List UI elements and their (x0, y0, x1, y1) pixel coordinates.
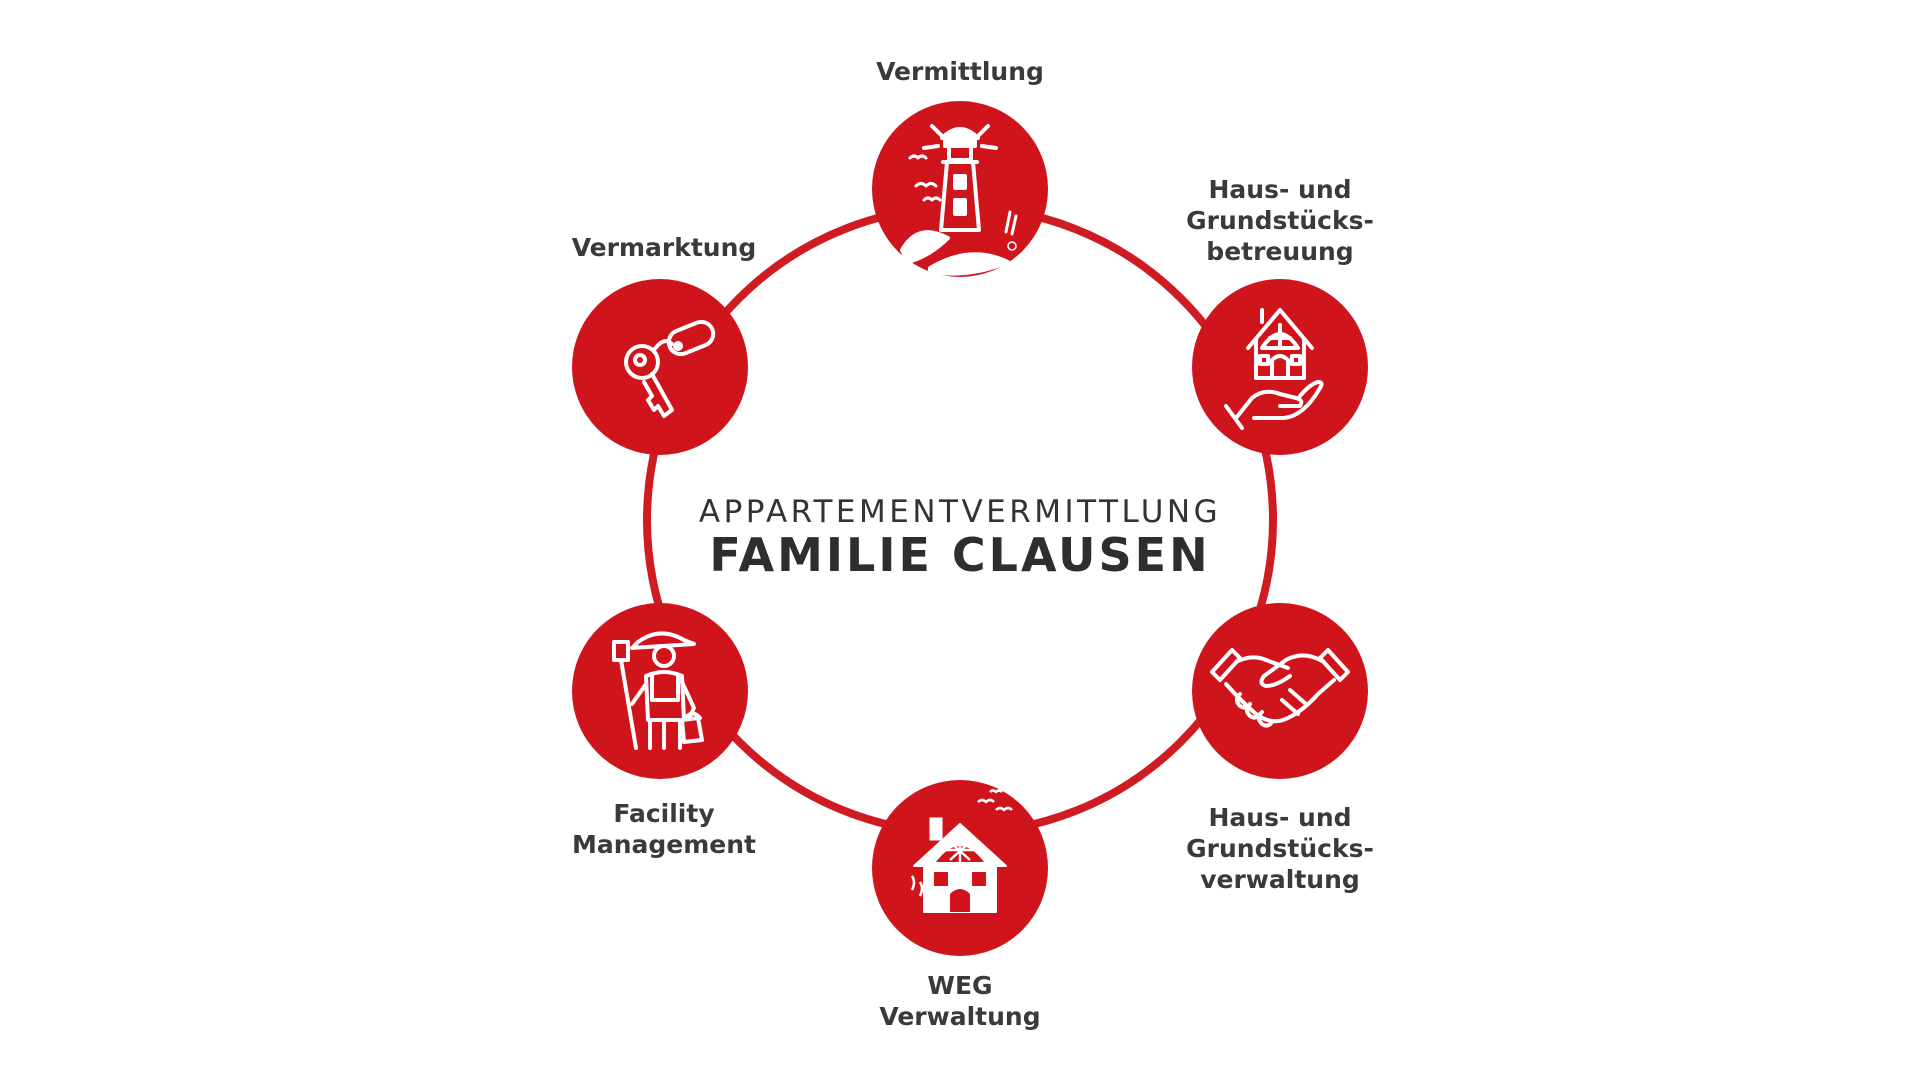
label-line: Grundstücks- (1186, 206, 1374, 235)
label-line: WEG (927, 971, 993, 1000)
label-haus-grundstuecksbetreuung: Haus- und Grundstücks- betreuung (1186, 174, 1374, 267)
label-line: Verwaltung (879, 1002, 1041, 1031)
label-facility-management: Facility Management (572, 798, 756, 860)
label-vermittlung: Vermittlung (876, 56, 1044, 87)
node-circle-haus-grundstuecksverwaltung (1192, 603, 1368, 779)
key-icon (624, 319, 716, 418)
label-vermarktung: Vermarktung (572, 232, 757, 263)
lighthouse-icon (900, 124, 1018, 276)
node-haus-grundstuecksbetreuung (1192, 279, 1368, 455)
node-circle-facility-management (572, 603, 748, 779)
label-line: betreuung (1206, 237, 1354, 266)
center-title: FAMILIE CLAUSEN (709, 528, 1211, 582)
label-line: Vermittlung (876, 57, 1044, 86)
node-haus-grundstuecksverwaltung (1192, 603, 1368, 779)
label-line: verwaltung (1200, 865, 1360, 894)
label-line: Grundstücks- (1186, 834, 1374, 863)
node-circle-haus-grundstuecksbetreuung (1192, 279, 1368, 455)
label-line: Haus- und (1208, 175, 1352, 204)
node-vermarktung (572, 279, 748, 455)
node-facility-management (572, 603, 748, 779)
node-vermittlung (872, 101, 1048, 277)
house-in-hand-icon (1224, 308, 1324, 430)
label-line: Vermarktung (571, 233, 757, 262)
label-haus-grundstuecksverwaltung: Haus- und Grundstücks- verwaltung (1186, 802, 1374, 895)
label-line: Facility (613, 799, 715, 828)
gardener-icon (612, 631, 704, 750)
handshake-icon (1210, 648, 1350, 728)
node-weg-verwaltung (872, 780, 1048, 956)
label-line: Management (571, 830, 757, 859)
label-line: Haus- und (1208, 803, 1352, 832)
node-circle-vermarktung (572, 279, 748, 455)
house-icon (910, 789, 1013, 913)
label-weg-verwaltung: WEG Verwaltung (879, 970, 1040, 1032)
center-subtitle: APPARTEMENTVERMITTLUNG (698, 494, 1222, 530)
